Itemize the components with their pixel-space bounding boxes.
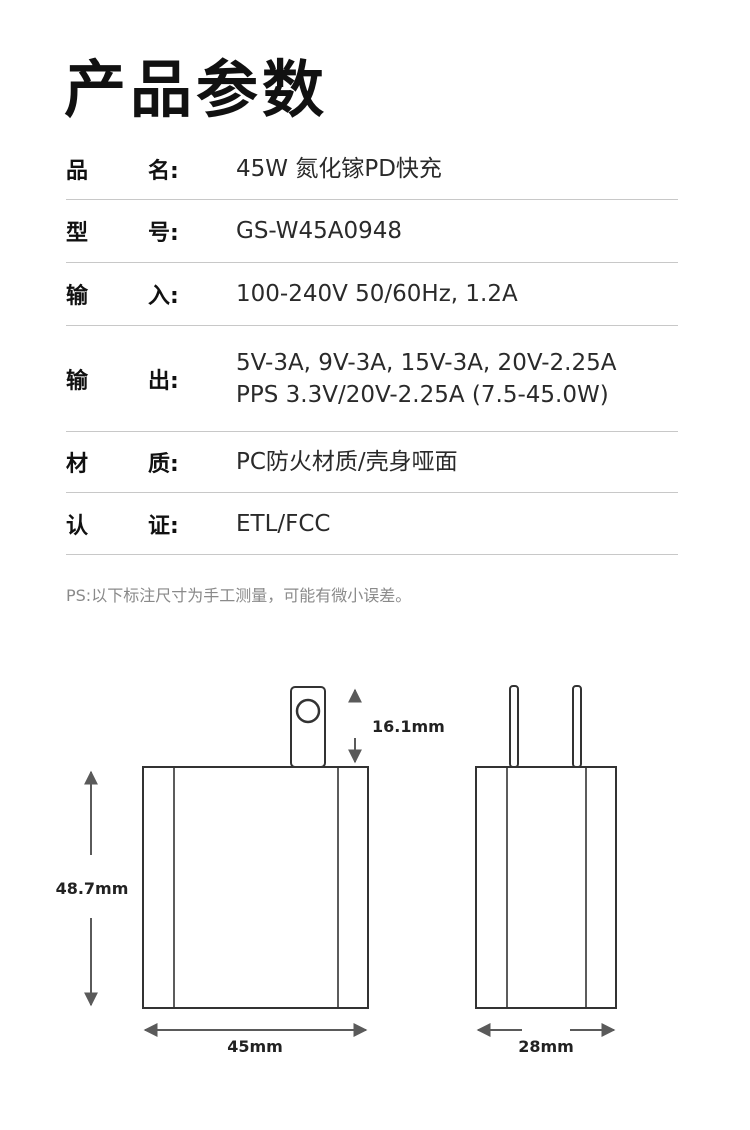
front-view-drawing	[142, 686, 369, 1009]
spec-row-name: 品 名: 45W 氮化镓PD快充	[66, 138, 678, 200]
spec-key-char: 证:	[148, 513, 179, 539]
spec-row-material: 材 质: PC防火材质/壳身哑面	[66, 432, 678, 493]
spec-row-output: 输 出: 5V-3A, 9V-3A, 15V-3A, 20V-2.25A PPS…	[66, 326, 678, 432]
depth-label: 28mm	[518, 1037, 574, 1056]
spec-key-char: 认	[66, 513, 89, 539]
measurement-note: PS:以下标注尺寸为手工测量，可能有微小误差。	[66, 586, 412, 605]
spec-table: 品 名: 45W 氮化镓PD快充 型 号: GS-W45A0948 输 入: 1…	[66, 138, 678, 555]
spec-key-char: 输	[66, 368, 89, 394]
depth-dimension: 28mm	[476, 1023, 616, 1056]
spec-value: GS-W45A0948	[236, 218, 403, 244]
spec-key-char: 入:	[148, 284, 179, 309]
prong-height-label: 16.1mm	[372, 717, 445, 736]
spec-key-char: 材	[66, 452, 89, 477]
spec-row-model: 型 号: GS-W45A0948	[66, 200, 678, 263]
width-label: 45mm	[227, 1037, 283, 1056]
page-title: 产品参数	[64, 53, 329, 126]
spec-value-line: 5V-3A, 9V-3A, 15V-3A, 20V-2.25A	[236, 349, 617, 376]
spec-value: 45W 氮化镓PD快充	[236, 155, 442, 182]
spec-value: PC防火材质/壳身哑面	[236, 449, 458, 475]
spec-key-char: 出:	[148, 368, 179, 394]
spec-value: 5V-3A, 9V-3A, 15V-3A, 20V-2.25A PPS 3.3V…	[236, 347, 616, 411]
height-label: 48.7mm	[56, 879, 129, 898]
spec-row-certification: 认 证: ETL/FCC	[66, 493, 678, 555]
width-dimension: 45mm	[143, 1023, 368, 1056]
spec-key-char: 号:	[148, 221, 179, 246]
height-dimension: 48.7mm	[56, 770, 129, 1007]
spec-row-input: 输 入: 100-240V 50/60Hz, 1.2A	[66, 263, 678, 326]
spec-value: ETL/FCC	[236, 510, 331, 537]
spec-key-char: 质:	[148, 452, 179, 477]
spec-value-line: PPS 3.3V/20V-2.25A (7.5-45.0W)	[236, 381, 609, 408]
spec-key-char: 名:	[148, 158, 179, 184]
spec-key-char: 型	[66, 221, 89, 246]
side-view-drawing	[475, 685, 617, 1009]
dimension-diagram: 16.1mm 48.7mm 45mm 28mm	[56, 685, 617, 1056]
spec-key-char: 品	[66, 158, 89, 184]
prong-height-dimension: 16.1mm	[348, 688, 445, 764]
spec-key-char: 输	[66, 284, 89, 309]
spec-value: 100-240V 50/60Hz, 1.2A	[236, 281, 518, 307]
